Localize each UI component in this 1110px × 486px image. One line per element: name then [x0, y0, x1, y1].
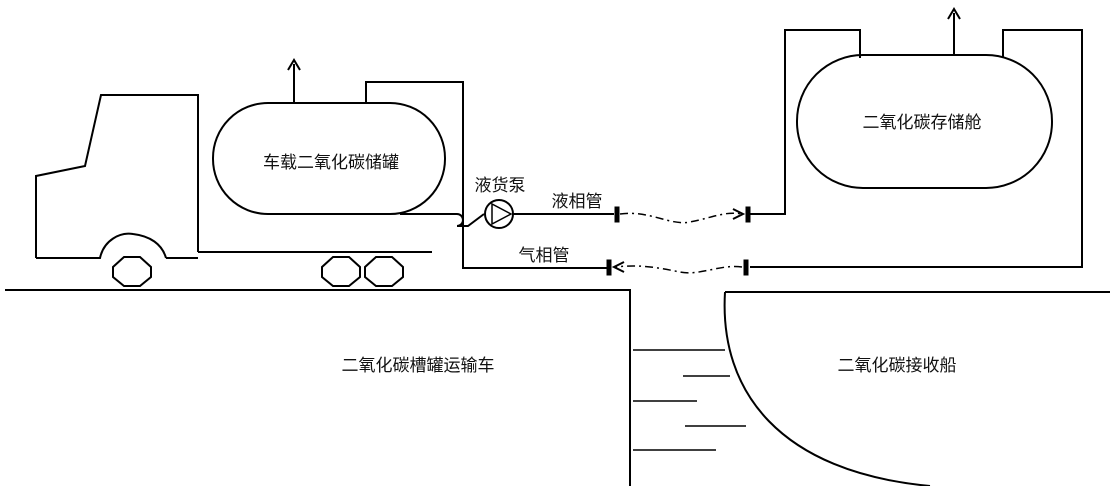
truck-cab [35, 94, 199, 258]
liquid-outlet-pipe [400, 213, 485, 227]
liquid-line-label: 液相管 [552, 192, 603, 212]
liquid-line-ship-side [750, 29, 861, 215]
cargo-pump-triangle-icon [491, 202, 513, 226]
quay-hatching [633, 349, 746, 451]
truck-tank-label: 车载二氧化碳储罐 [263, 153, 399, 173]
receiving-ship-label: 二氧化碳接收船 [838, 356, 957, 376]
ship-tank [796, 54, 1053, 189]
vapor-line-flange-left [606, 259, 612, 276]
ship-tank-label: 二氧化碳存储舱 [863, 113, 982, 133]
truck-tank [212, 102, 446, 215]
liquid-hose [619, 212, 743, 224]
cargo-pump [484, 199, 514, 229]
ship-hull [723, 291, 1110, 486]
vapor-flow-arrow-icon [611, 261, 625, 273]
truck-chassis [166, 251, 432, 259]
liquid-line-flange-right [745, 206, 751, 223]
truck-vent-arrow-icon [287, 58, 301, 71]
vapor-line-ship-side [750, 29, 1083, 268]
vapor-line-truck-side [365, 81, 609, 269]
truck-front-wheel [112, 256, 152, 287]
ground-line [5, 289, 631, 486]
vapor-hose [615, 265, 743, 274]
cargo-pump-label: 液货泵 [475, 176, 526, 196]
vapor-line-label: 气相管 [519, 246, 570, 266]
truck-front-wheel-arch [36, 232, 167, 259]
vapor-line-flange-right [743, 259, 749, 276]
truck-rear-wheel-1 [321, 256, 361, 287]
liquid-flow-arrow-icon [732, 208, 746, 220]
tank-truck-label: 二氧化碳槽罐运输车 [342, 356, 495, 376]
truck-rear-wheel-2 [364, 256, 404, 287]
ship-vent-arrow-icon [947, 7, 961, 20]
liquid-line-flange-left [614, 206, 620, 223]
